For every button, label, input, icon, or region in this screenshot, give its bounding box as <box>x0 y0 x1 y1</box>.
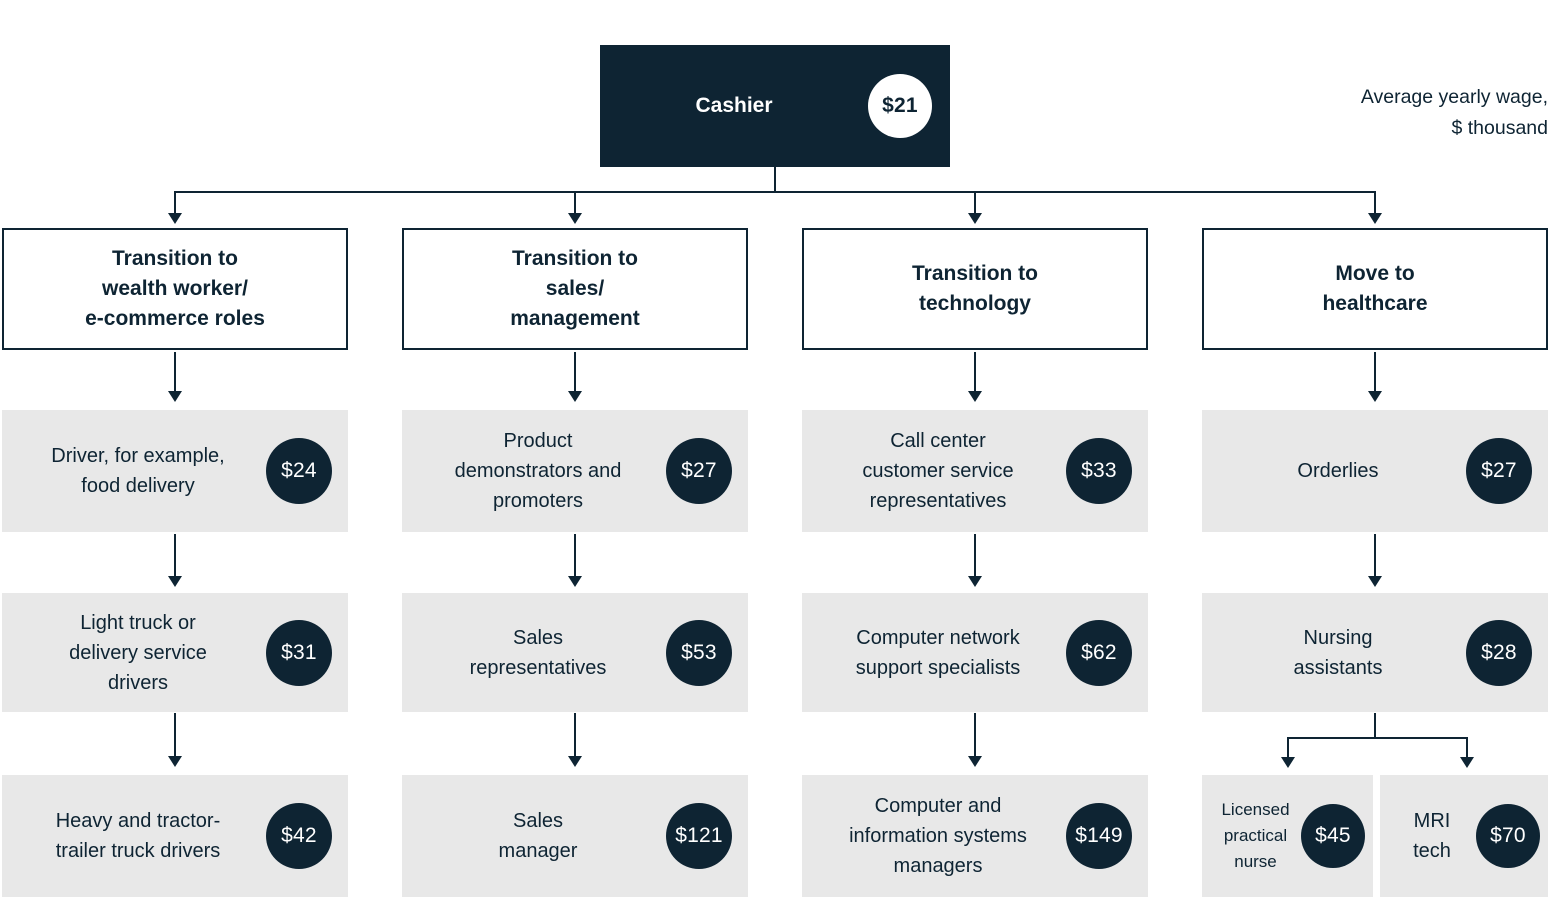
job-node-it-managers: Computer and information systems manager… <box>802 775 1148 897</box>
job-node-light-truck: Light truck or delivery service drivers … <box>2 593 348 712</box>
job-label: Sales manager <box>498 810 578 862</box>
connector-vline <box>974 352 976 392</box>
connector-vline <box>174 352 176 392</box>
arrowhead-icon <box>168 576 182 587</box>
arrowhead-icon <box>1460 757 1474 768</box>
arrowhead-icon <box>968 576 982 587</box>
arrowhead-icon <box>1281 757 1295 768</box>
connector-vline <box>1374 191 1376 215</box>
connector-vline <box>974 713 976 757</box>
job-label: Driver, for example, food delivery <box>51 445 225 497</box>
connector-vline <box>574 534 576 577</box>
arrowhead-icon <box>968 213 982 224</box>
wage-badge: $27 <box>666 438 732 504</box>
connector-vline <box>174 191 176 215</box>
wage-badge: $28 <box>1466 619 1532 686</box>
arrowhead-icon <box>168 756 182 767</box>
header-healthcare: Move to healthcare <box>1202 228 1548 350</box>
job-label: Nursing assistants <box>1293 626 1383 679</box>
wage-badge: $42 <box>266 803 332 869</box>
job-label: Sales representatives <box>469 626 607 679</box>
arrowhead-icon <box>168 213 182 224</box>
job-node-nursing-assistants: Nursing assistants $28 <box>1202 593 1548 712</box>
job-node-sales-representatives: Sales representatives $53 <box>402 593 748 712</box>
connector-vline <box>174 534 176 577</box>
cashier-wage-badge: $21 <box>868 74 932 138</box>
connector-vline <box>1374 713 1376 739</box>
job-label: Computer and information systems manager… <box>849 795 1027 877</box>
job-label: Computer network support specialists <box>855 626 1021 679</box>
header-wealth-ecommerce: Transition to wealth worker/ e-commerce … <box>2 228 348 350</box>
job-label: Heavy and tractor- trailer truck drivers <box>55 810 221 862</box>
connector-vline <box>1374 534 1376 577</box>
header-label: Move to healthcare <box>1322 262 1428 315</box>
connector-hline <box>1287 737 1468 739</box>
connector-vline <box>174 713 176 757</box>
header-label: Transition to technology <box>912 262 1038 315</box>
cashier-node: Cashier $21 <box>600 45 950 167</box>
connector-vline <box>1466 737 1468 759</box>
header-label: Transition to wealth worker/ e-commerce … <box>85 247 265 330</box>
cashier-label: Cashier <box>695 94 773 117</box>
job-node-orderlies: Orderlies $27 <box>1202 410 1548 532</box>
job-node-call-center: Call center customer service representat… <box>802 410 1148 532</box>
job-node-heavy-truck: Heavy and tractor- trailer truck drivers… <box>2 775 348 897</box>
job-node-network-support: Computer network support specialists $62 <box>802 593 1148 712</box>
arrowhead-icon <box>1368 391 1382 402</box>
header-sales-management: Transition to sales/ management <box>402 228 748 350</box>
job-label: Product demonstrators and promoters <box>454 430 622 512</box>
wage-badge: $45 <box>1301 804 1365 868</box>
arrowhead-icon <box>168 391 182 402</box>
connector-vline <box>574 713 576 757</box>
job-node-mri-tech: MRI tech $70 <box>1380 775 1548 897</box>
wage-badge: $53 <box>666 619 732 686</box>
job-label: MRI tech <box>1413 810 1451 862</box>
connector-vline <box>574 191 576 215</box>
arrowhead-icon <box>968 391 982 402</box>
job-node-licensed-practical-nurse: Licensed practical nurse $45 <box>1202 775 1373 897</box>
arrowhead-icon <box>568 213 582 224</box>
arrowhead-icon <box>568 391 582 402</box>
job-node-sales-manager: Sales manager $121 <box>402 775 748 897</box>
job-label: Call center customer service representat… <box>862 430 1014 512</box>
connector-vline <box>774 167 776 193</box>
connector-vline <box>974 191 976 215</box>
connector-vline <box>574 352 576 392</box>
job-node-driver: Driver, for example, food delivery $24 <box>2 410 348 532</box>
wage-badge: $121 <box>666 803 732 869</box>
wage-badge: $70 <box>1476 804 1540 868</box>
connector-vline <box>1287 737 1289 759</box>
header-technology: Transition to technology <box>802 228 1148 350</box>
arrowhead-icon <box>568 756 582 767</box>
arrowhead-icon <box>568 576 582 587</box>
wage-units-note: Average yearly wage, $ thousand <box>1360 86 1548 139</box>
header-label: Transition to sales/ management <box>510 247 640 330</box>
wage-badge: $149 <box>1066 803 1132 869</box>
job-label: Orderlies <box>1297 460 1379 482</box>
wage-badge: $62 <box>1066 619 1132 686</box>
wage-badge: $33 <box>1066 438 1132 504</box>
job-label: Licensed practical nurse <box>1221 800 1290 871</box>
arrowhead-icon <box>1368 576 1382 587</box>
wage-badge: $27 <box>1466 438 1532 504</box>
arrowhead-icon <box>1368 213 1382 224</box>
wage-badge: $24 <box>266 438 332 504</box>
connector-vline <box>1374 352 1376 392</box>
wage-badge: $31 <box>266 619 332 686</box>
job-node-product-demonstrators: Product demonstrators and promoters $27 <box>402 410 748 532</box>
connector-vline <box>974 534 976 577</box>
connector-hline <box>174 191 1376 193</box>
job-label: Light truck or delivery service drivers <box>69 611 207 694</box>
arrowhead-icon <box>968 756 982 767</box>
